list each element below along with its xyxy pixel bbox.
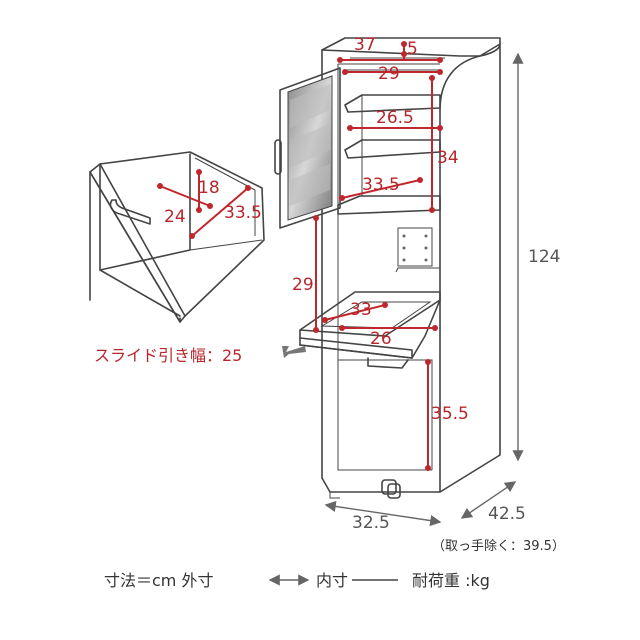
dim-upper-shelf-width: 26.5 xyxy=(376,108,414,128)
dim-slide-clearance: 29 xyxy=(292,275,314,295)
caster xyxy=(381,479,401,499)
dim-depth: 42.5 xyxy=(488,504,526,524)
cabinet-front xyxy=(321,49,481,493)
tray-handle xyxy=(367,357,409,369)
dim-upper-depth: 33.5 xyxy=(362,175,400,195)
dim-upper-height: 34 xyxy=(437,148,459,168)
legend-load: 耐荷重 :kg xyxy=(412,571,490,590)
dim-drawer-width: 24 xyxy=(164,207,186,227)
slide-width-label: スライド引き幅：25 xyxy=(94,346,242,365)
shelf-2 xyxy=(344,139,441,159)
back-board-holes xyxy=(402,234,428,262)
back-board xyxy=(397,227,433,267)
outer-dimension-lines xyxy=(268,52,524,586)
glass-door xyxy=(274,67,341,229)
dim-top-width: 29 xyxy=(378,64,400,84)
slide-arrow-icon xyxy=(282,346,306,358)
door-handle xyxy=(274,139,282,175)
depth-arrow xyxy=(460,481,517,519)
width-arrow xyxy=(324,500,442,527)
dim-top-depth: 37 xyxy=(354,35,376,55)
cabinet xyxy=(321,37,501,499)
shelf-3 xyxy=(337,195,441,215)
legend-prefix: 寸法＝cm 外寸 xyxy=(104,571,213,590)
drawer-box xyxy=(89,151,265,323)
inner-dimension-lines xyxy=(157,41,443,471)
dim-drawer-height: 18 xyxy=(198,178,220,198)
depth-note: （取っ手除く：39.5） xyxy=(432,539,565,554)
dim-slide-width: 26 xyxy=(370,329,392,349)
cabinet-inner-frame xyxy=(337,64,432,471)
dim-top-gap: 5 xyxy=(407,39,418,59)
dim-slide-depth: 33 xyxy=(350,300,372,320)
legend-inner: 内寸 xyxy=(316,571,348,590)
cabinet-side xyxy=(439,43,501,493)
drawer-handle xyxy=(109,199,151,225)
dim-total-height: 124 xyxy=(528,247,560,267)
dim-width: 32.5 xyxy=(352,513,390,533)
dim-lower-height: 35.5 xyxy=(431,404,469,424)
shelf-1 xyxy=(344,94,441,113)
dim-drawer-depth: 33.5 xyxy=(224,203,262,223)
